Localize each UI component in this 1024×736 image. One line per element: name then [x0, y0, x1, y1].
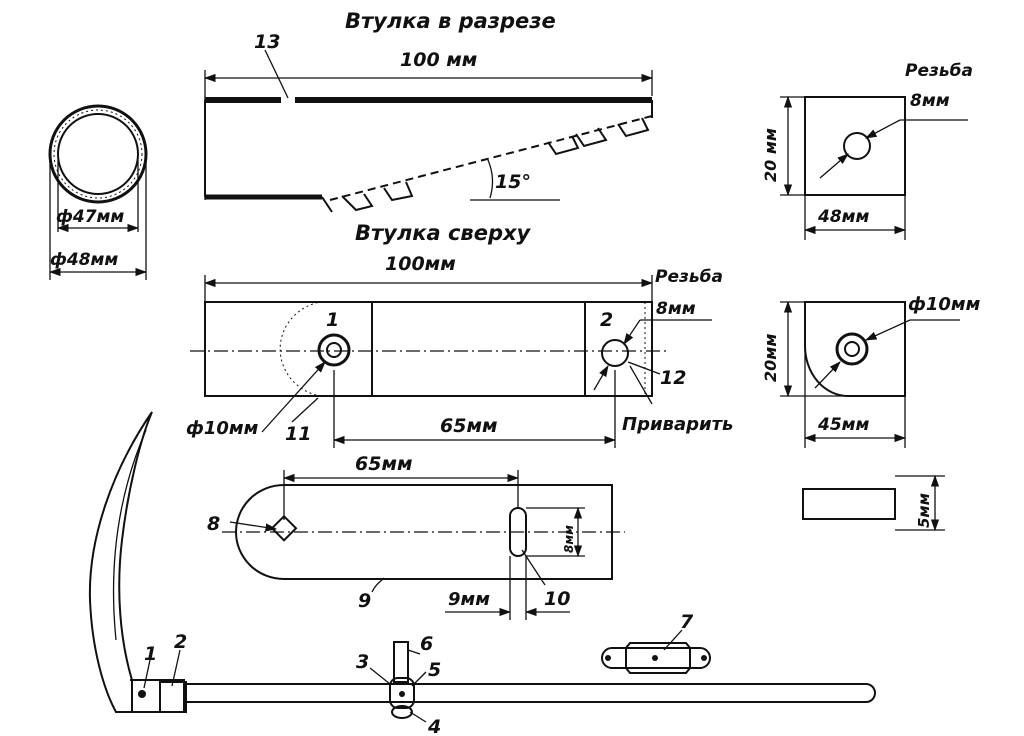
dim-diameter-47: ф47мм [56, 207, 124, 227]
bushing-top-view [190, 275, 712, 448]
small-bracket [601, 629, 711, 674]
label-1-scythe: 1 [144, 643, 157, 665]
label-4: 4 [427, 716, 441, 736]
plate-rounded-view [780, 300, 960, 448]
label-12: 12 [660, 367, 686, 389]
dim-plate-width-48: 48мм [817, 207, 870, 227]
dim-diameter-48: ф48мм [50, 250, 118, 270]
dim-plate-height-20b: 20мм [761, 334, 780, 382]
dim-gap-9: 9мм [448, 589, 490, 610]
arm-plate [222, 470, 625, 620]
dim-angle-15: 15° [495, 171, 531, 193]
dim-hole-10-top: ф10мм [186, 418, 259, 439]
label-6: 6 [420, 633, 433, 655]
note-thread-top-size: 8мм [656, 299, 696, 319]
label-10: 10 [544, 588, 570, 610]
label-7: 7 [680, 611, 694, 633]
dim-length-65-arm: 65мм [355, 453, 413, 475]
label-5: 5 [428, 659, 441, 681]
title-bushing-top: Втулка сверху [355, 221, 532, 245]
note-weld: Приварить [622, 414, 733, 435]
dim-length-100-section: 100 мм [400, 49, 477, 71]
label-2-scythe: 2 [174, 631, 187, 653]
flat-strip [802, 474, 945, 532]
dim-hole-10-plate: ф10мм [908, 294, 981, 315]
label-9: 9 [358, 590, 371, 612]
dim-length-65-top: 65мм [440, 415, 498, 437]
note-thread-plate-size: 8мм [910, 91, 950, 111]
dim-plate-width-45: 45мм [817, 415, 870, 435]
label-1-top: 1 [326, 309, 339, 331]
dim-plate-height-20: 20 мм [761, 128, 780, 182]
dim-length-100-top: 100мм [385, 253, 456, 275]
dim-strip-5: 5мм [915, 493, 933, 528]
label-11: 11 [285, 423, 311, 445]
label-3: 3 [356, 651, 369, 673]
dim-slot-8: 8мм [562, 525, 576, 553]
bushing-section-view [203, 49, 654, 213]
plate-threaded-view [780, 95, 968, 240]
note-thread-plate: Резьба [905, 61, 973, 81]
label-8: 8 [207, 513, 220, 535]
note-thread-top: Резьба [655, 267, 723, 287]
scythe-assembly [88, 411, 876, 723]
label-2-top: 2 [600, 309, 613, 331]
label-13: 13 [254, 31, 280, 53]
ring-cross-section [48, 104, 148, 280]
title-bushing-section: Втулка в разрезе [345, 9, 556, 33]
